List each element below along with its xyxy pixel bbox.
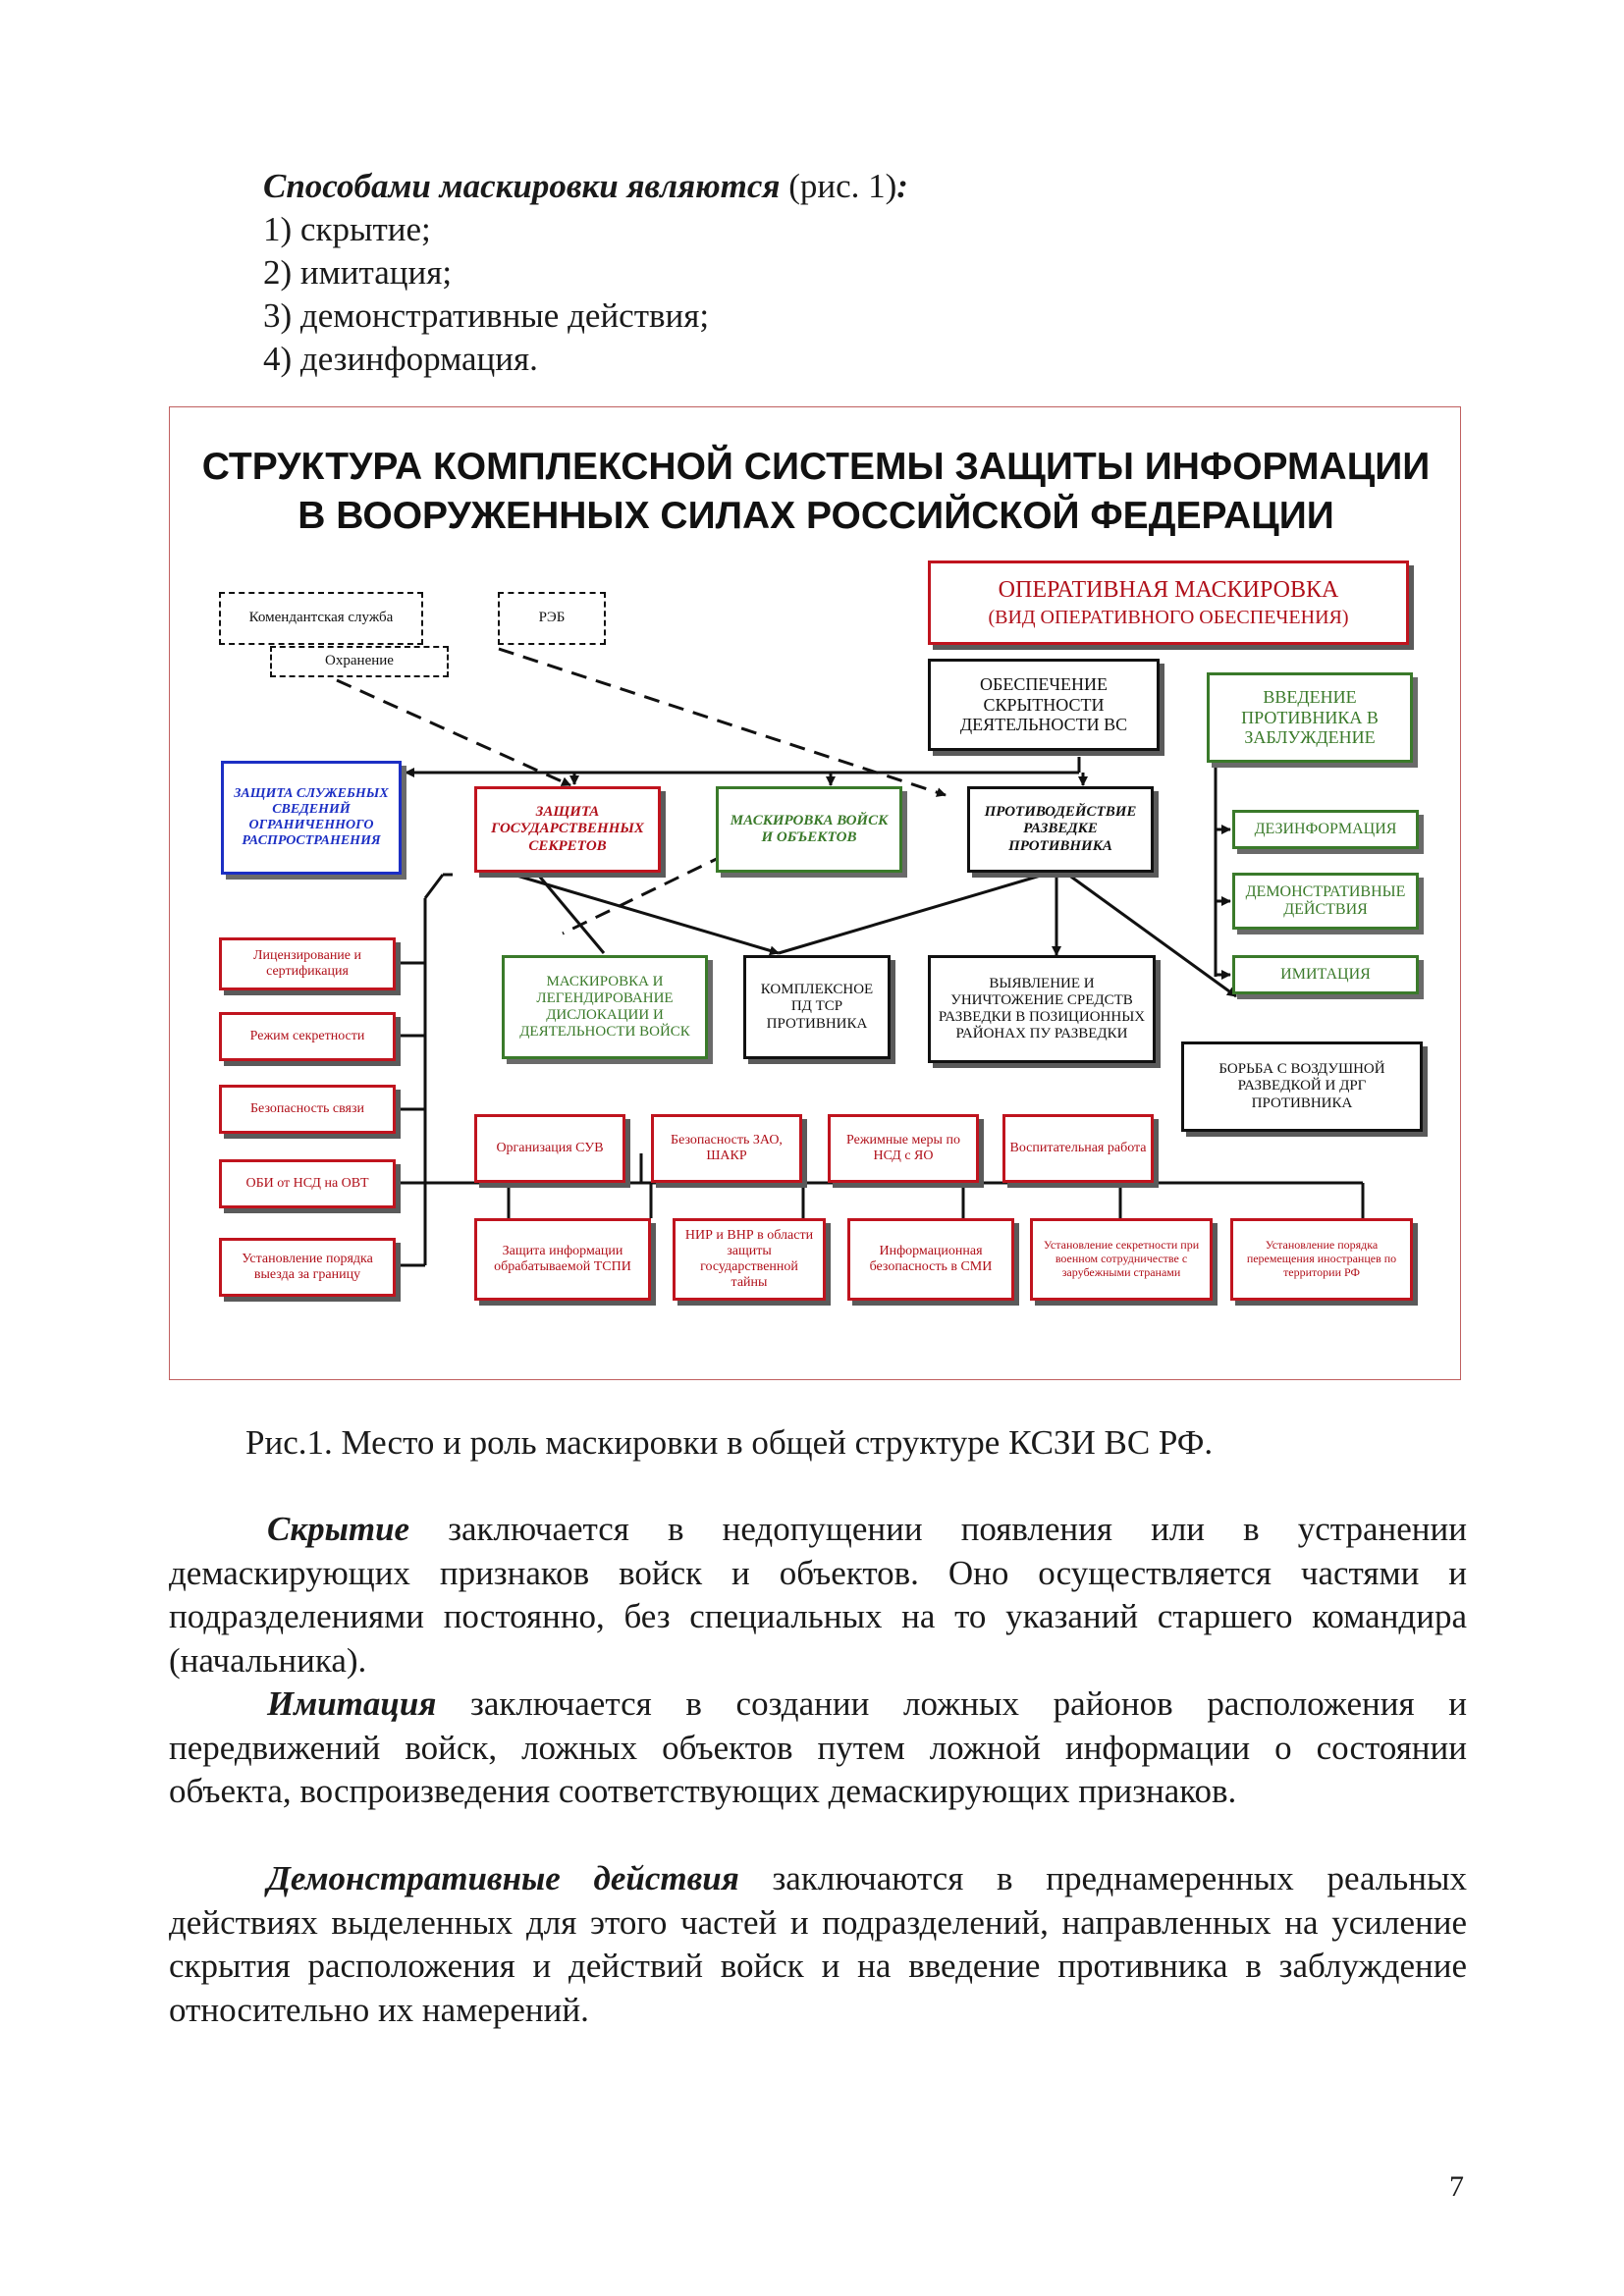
page-number: 7 bbox=[1449, 2170, 1464, 2203]
box-op-maskirovka: ОПЕРАТИВНАЯ МАСКИРОВКА (ВИД ОПЕРАТИВНОГО… bbox=[928, 561, 1409, 645]
box-ustanovlenie-vyezda: Установление порядка выезда за границу bbox=[219, 1238, 396, 1297]
box-obi: ОБИ от НСД на ОВТ bbox=[219, 1159, 396, 1208]
kszi-structure-diagram: СТРУКТУРА КОМПЛЕКСНОЙ СИСТЕМЫ ЗАЩИТЫ ИНФ… bbox=[169, 406, 1461, 1380]
box-vvedenie: ВВЕДЕНИЕ ПРОТИВНИКА В ЗАБЛУЖДЕНИЕ bbox=[1207, 672, 1413, 763]
op-maskirovka-subtitle: (ВИД ОПЕРАТИВНОГО ОБЕСПЕЧЕНИЯ) bbox=[988, 607, 1349, 628]
box-maskirovka-voisk: МАСКИРОВКА ВОЙСК И ОБЪЕКТОВ bbox=[716, 786, 902, 873]
box-bezop-zao: Безопасность ЗАО, ШАКР bbox=[651, 1114, 802, 1183]
box-rezhim: Режим секретности bbox=[219, 1012, 396, 1061]
intro-lead: Способами маскировки являются (рис. 1): bbox=[263, 165, 908, 208]
box-ustanovlenie-sekretnosti: Установление секретности при военном сот… bbox=[1030, 1218, 1213, 1301]
paragraph-skrytie: Скрытие заключается в недопущении появле… bbox=[169, 1508, 1467, 1682]
box-rezhimnye: Режимные меры по НСД с ЯО bbox=[828, 1114, 979, 1183]
box-inform-bezop: Информационная безопасность в СМИ bbox=[847, 1218, 1014, 1301]
box-obespechenie: ОБЕСПЕЧЕНИЕ СКРЫТНОСТИ ДЕЯТЕЛЬНОСТИ ВС bbox=[928, 659, 1160, 751]
box-borba: БОРЬБА С ВОЗДУШНОЙ РАЗВЕДКОЙ И ДРГ ПРОТИ… bbox=[1181, 1041, 1423, 1132]
box-zashchita-sluzh: ЗАЩИТА СЛУЖЕБНЫХ СВЕДЕНИЙ ОГРАНИЧЕННОГО … bbox=[221, 761, 402, 875]
diagram-title-line2: В ВООРУЖЕННЫХ СИЛАХ РОССИЙСКОЙ ФЕДЕРАЦИИ bbox=[298, 495, 1334, 537]
box-demonstr: ДЕМОНСТРАТИВНЫЕ ДЕЙСТВИЯ bbox=[1232, 873, 1419, 930]
box-imitaciya: ИМИТАЦИЯ bbox=[1232, 955, 1419, 994]
intro-lead-bold: Способами маскировки являются bbox=[263, 167, 781, 205]
box-vyyavlenie: ВЫЯВЛЕНИЕ И УНИЧТОЖЕНИЕ СРЕДСТВ РАЗВЕДКИ… bbox=[928, 955, 1156, 1063]
term-imitaciya: Имитация bbox=[267, 1684, 437, 1723]
box-okhranenie: Охранение bbox=[270, 646, 449, 677]
box-protivod: ПРОТИВОДЕЙСТВИЕ РАЗВЕДКЕ ПРОТИВНИКА bbox=[967, 786, 1154, 873]
diagram-connectors bbox=[336, 647, 1365, 1267]
figure-caption: Рис.1. Место и роль маскировки в общей с… bbox=[245, 1423, 1214, 1462]
intro-item-1: 1) скрытие; bbox=[263, 210, 431, 248]
diagram-title-line1: СТРУКТУРА КОМПЛЕКСНОЙ СИСТЕМЫ ЗАЩИТЫ ИНФ… bbox=[201, 446, 1431, 488]
term-skrytie: Скрытие bbox=[267, 1510, 410, 1548]
text-skrytie: заключается в недопущении появления или … bbox=[169, 1510, 1467, 1680]
box-reb: РЭБ bbox=[498, 592, 606, 645]
box-nir: НИР и ВНР в области защиты государственн… bbox=[673, 1218, 826, 1301]
intro-item-2: 2) имитация; bbox=[263, 253, 453, 292]
box-kom-sluzhba: Комендантская служба bbox=[219, 592, 423, 645]
box-org-suv: Организация СУВ bbox=[474, 1114, 625, 1183]
intro-item-3: 3) демонстративные действия; bbox=[263, 296, 710, 335]
box-kompleksnoe: КОМПЛЕКСНОЕ ПД ТСР ПРОТИВНИКА bbox=[743, 955, 891, 1059]
op-maskirovka-title: ОПЕРАТИВНАЯ МАСКИРОВКА bbox=[998, 577, 1339, 603]
text-imitaciya: заключается в создании ложных районов ра… bbox=[169, 1684, 1467, 1810]
term-demonstr: Демонстративные действия bbox=[267, 1859, 739, 1897]
intro-item-4: 4) дезинформация. bbox=[263, 340, 538, 378]
box-vospitat: Воспитательная работа bbox=[1002, 1114, 1154, 1183]
text-demonstr: заключаются в преднамеренных реальных де… bbox=[169, 1859, 1467, 2029]
box-dezinformaciya: ДЕЗИНФОРМАЦИЯ bbox=[1232, 810, 1419, 849]
box-licenz: Лицензирование и сертификация bbox=[219, 937, 396, 990]
paragraph-demonstr: Демонстративные действия заключаются в п… bbox=[169, 1857, 1467, 2032]
paragraph-imitaciya: Имитация заключается в создании ложных р… bbox=[169, 1682, 1467, 1814]
box-zashchita-gos: ЗАЩИТА ГОСУДАРСТВЕННЫХ СЕКРЕТОВ bbox=[474, 786, 661, 873]
box-mask-legend: МАСКИРОВКА И ЛЕГЕНДИРОВАНИЕ ДИСЛОКАЦИИ И… bbox=[502, 955, 708, 1059]
intro-lead-colon: : bbox=[896, 167, 908, 205]
box-zashchita-tspi: Защита информации обрабатываемой ТСПИ bbox=[474, 1218, 651, 1301]
box-ustanovlenie-peremeshcheniya: Установление порядка перемещения иностра… bbox=[1230, 1218, 1413, 1301]
intro-lead-rest: (рис. 1) bbox=[780, 167, 897, 205]
box-bezop-svyazi: Безопасность связи bbox=[219, 1085, 396, 1134]
